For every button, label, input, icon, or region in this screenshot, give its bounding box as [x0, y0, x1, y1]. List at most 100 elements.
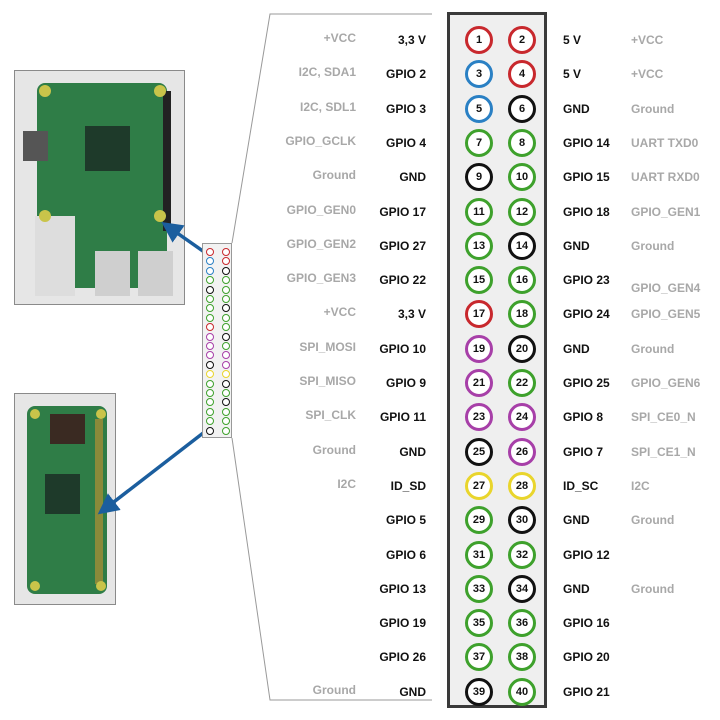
- pin-28: 28: [508, 471, 536, 500]
- right-pin-name: GPIO 8: [563, 410, 604, 425]
- left-pin-name: GPIO 13: [379, 581, 426, 596]
- right-function-label: GPIO_GEN6: [631, 376, 701, 390]
- left-pin-name: GPIO 10: [379, 341, 426, 356]
- right-pin-name: 5 V: [563, 67, 582, 82]
- pin-39: 39: [465, 677, 493, 706]
- raspberry-pi-3-photo: [14, 70, 185, 305]
- mini-header-thumbnail: [202, 243, 232, 438]
- pin-9: 9: [465, 163, 493, 192]
- left-function-label: I2C, SDL1: [299, 99, 356, 114]
- mini-pin-8: [222, 276, 230, 285]
- mini-pin-21: [206, 342, 214, 350]
- left-function-label: Ground: [312, 682, 356, 697]
- right-pin-name: GPIO 16: [563, 616, 610, 631]
- mini-pin-12: [222, 295, 230, 303]
- pin-20: 20: [508, 334, 536, 363]
- mini-pin-4: [222, 257, 230, 266]
- zoom-line-top: [231, 13, 432, 244]
- mini-pin-28: [222, 370, 230, 379]
- mini-pin-17: [206, 323, 214, 332]
- left-pin-name: GPIO 9: [385, 376, 426, 390]
- right-pin-name: GND: [563, 341, 590, 356]
- left-function-label: SPI_MOSI: [299, 339, 356, 354]
- mini-pin-32: [222, 389, 230, 397]
- pin-29: 29: [465, 506, 493, 535]
- zoom-line-bottom: [231, 437, 432, 701]
- mini-pin-35: [206, 407, 214, 416]
- left-function-label: GPIO_GEN2: [286, 236, 356, 251]
- left-pin-name: GPIO 27: [379, 238, 426, 253]
- left-pin-name: GPIO 5: [385, 513, 426, 528]
- mini-pin-38: [222, 417, 230, 426]
- pin-10: 10: [508, 163, 536, 192]
- left-function-label: SPI_CLK: [305, 408, 356, 423]
- right-pin-name: GPIO 14: [563, 135, 610, 150]
- right-pin-name: ID_SC: [563, 478, 599, 493]
- mini-pin-16: [222, 313, 230, 322]
- right-function-label: UART RXD0: [631, 170, 700, 185]
- mini-pin-31: [206, 389, 214, 397]
- mini-pin-25: [206, 360, 214, 369]
- mini-pin-27: [206, 370, 214, 379]
- raspberry-pi-3-board-drawing: [23, 83, 173, 296]
- right-pin-name: GPIO 12: [563, 547, 610, 562]
- left-function-label: GPIO_GCLK: [285, 133, 356, 148]
- right-pin-name: GND: [563, 101, 590, 116]
- right-pin-name: GPIO 7: [563, 444, 604, 459]
- pin-34: 34: [508, 574, 536, 603]
- left-pin-name: GND: [399, 684, 426, 699]
- mini-pin-11: [206, 295, 214, 303]
- left-function-label: SPI_MISO: [299, 374, 356, 388]
- right-function-label: +VCC: [631, 33, 664, 47]
- pin-7: 7: [465, 128, 493, 157]
- right-function-label: Ground: [631, 341, 675, 356]
- pin-38: 38: [508, 643, 536, 672]
- right-pin-name: GPIO 21: [563, 684, 610, 699]
- right-function-label: GPIO_GEN5: [631, 307, 701, 322]
- right-pin-name: GPIO 23: [563, 273, 610, 288]
- mini-pin-20: [222, 332, 230, 341]
- mini-pin-23: [206, 351, 214, 360]
- left-pin-name: GPIO 17: [379, 204, 426, 219]
- mini-pin-10: [222, 285, 230, 294]
- pin-40: 40: [508, 677, 536, 706]
- mini-pin-30: [222, 379, 230, 388]
- right-pin-name: GPIO 18: [563, 204, 610, 219]
- right-function-label: Ground: [631, 581, 675, 596]
- left-pin-name: GPIO 22: [379, 273, 426, 288]
- pin-22: 22: [508, 369, 536, 397]
- left-pin-name: GPIO 6: [385, 547, 426, 562]
- left-function-label: GPIO_GEN3: [286, 271, 356, 286]
- mini-pin-40: [222, 426, 230, 435]
- pin-5: 5: [465, 94, 493, 123]
- right-function-label: I2C: [631, 478, 650, 493]
- left-pin-name: 3,3 V: [397, 307, 426, 322]
- mini-pin-33: [206, 398, 214, 407]
- pin-11: 11: [465, 197, 493, 226]
- pin-23: 23: [465, 403, 493, 432]
- left-pin-name: GPIO 11: [379, 410, 426, 425]
- mini-pin-1: [206, 248, 214, 256]
- mini-pin-24: [222, 351, 230, 360]
- right-pin-name: GND: [563, 238, 590, 253]
- right-pin-name: GPIO 15: [563, 170, 610, 185]
- pin-2: 2: [508, 26, 536, 54]
- pin-18: 18: [508, 300, 536, 329]
- right-pin-name: GPIO 20: [563, 650, 610, 665]
- arrow-to-pi-zero: [97, 418, 222, 515]
- left-function-label: Ground: [312, 168, 356, 183]
- right-function-label: +VCC: [631, 67, 664, 82]
- pin-24: 24: [508, 403, 536, 432]
- mini-pin-6: [222, 266, 230, 275]
- mini-pin-22: [222, 342, 230, 350]
- pin-8: 8: [508, 128, 536, 157]
- pin-16: 16: [508, 266, 536, 295]
- pin-15: 15: [465, 266, 493, 295]
- pin-33: 33: [465, 574, 493, 603]
- left-pin-name: GND: [399, 170, 426, 185]
- pin-4: 4: [508, 60, 536, 89]
- mini-pin-7: [206, 276, 214, 285]
- pin-37: 37: [465, 643, 493, 672]
- left-pin-name: GPIO 3: [385, 101, 426, 116]
